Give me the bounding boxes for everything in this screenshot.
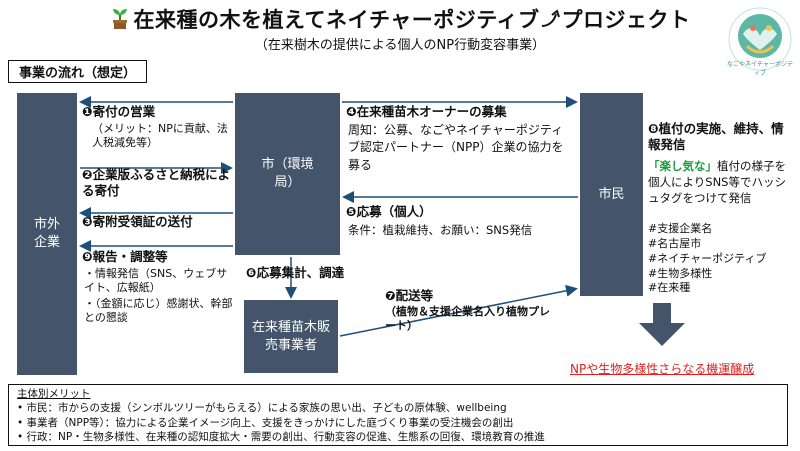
page-title: 在来種の木を植えてネイチャーポジティブ プロジェクト (0, 4, 800, 35)
title-suffix: プロジェクト (561, 8, 691, 32)
hashtag: #ネイチャーポジティブ (648, 251, 767, 265)
down-arrow (639, 303, 685, 346)
merit-item: • 市民：市からの支援（シンボルツリーがもらえる）による家族の思い出、子どもの原… (17, 402, 507, 415)
step-4-title: ❹在来種苗木オーナーの募集 (346, 104, 507, 119)
step-7-title: ❼配送等 (385, 288, 434, 303)
curve-arrow-icon (539, 9, 561, 34)
step-1-title: ❶寄付の営業 (82, 104, 156, 119)
hashtag: #名古屋市 (648, 236, 702, 250)
step-9-title: ❾報告・調整等 (82, 249, 168, 264)
logo-text: なごやネイチャーポジティブ (727, 61, 793, 77)
merit-item: • 行政：NP・生物多様性、在来種の認知度拡大・需要の創出、行動変容の促進、生態… (17, 431, 545, 444)
step-1-note: （メリット：NPに貢献、法人税減免等） (92, 122, 228, 150)
step-2-title: ❷企業版ふるさと納税による寄付 (82, 167, 231, 199)
citizen-box: 市民 (580, 93, 643, 296)
step-6-title: ❻応募集計、調達 (246, 265, 345, 280)
opportunity-text: NPや生物多様性さらなる機運醸成 (570, 362, 755, 376)
step-5-title: ❺応募（個人） (346, 204, 432, 219)
step-3-title: ❸寄附受領証の送付 (82, 214, 193, 229)
step-5-note: 条件：植栽維持、お願い：SNS発信 (348, 223, 533, 237)
sprout-icon (110, 8, 130, 35)
step-8-text: 「楽し気な」植付の様子を個人によりSNS等でハッシュタグをつけて発信 (648, 158, 794, 206)
logo: なごやネイチャーポジティブ (727, 6, 793, 77)
step-9-note-2: ・（金額に応じ）感謝状、幹部との懇談 (84, 297, 233, 325)
hashtag: #支援企業名 (648, 222, 713, 235)
hashtag: #在来種 (648, 281, 691, 295)
hashtag-list: #支援企業名 #名古屋市 #ネイチャーポジティブ #生物多様性 #在来種 (648, 222, 794, 296)
seller-box: 在来種苗木販売事業者 (244, 300, 338, 373)
arrow-7 (339, 284, 578, 337)
step-8-highlight: 「楽し気な」 (648, 159, 717, 173)
merit-item: • 事業者（NPP等）：協力による企業イメージ向上、支援をきっかけにした庭づくり… (17, 416, 514, 429)
merits-box: 主体別メリット • 市民：市からの支援（シンボルツリーがもらえる）による家族の思… (8, 384, 788, 446)
title-main: 在来種の木を植えてネイチャーポジティブ (133, 8, 540, 32)
step-7-note: （植物＆支援企業名入り植物プレート） (385, 305, 550, 333)
outside-company-box: 市外企業 (17, 93, 77, 375)
flow-label: 事業の流れ（想定） (8, 60, 148, 83)
step-9-note-1: ・情報発信（SNS、ウェブサイト、広報紙） (84, 267, 228, 295)
city-box: 市（環境局） (235, 93, 340, 255)
hashtag: #生物多様性 (648, 266, 713, 280)
page-subtitle: （在来樹木の提供による個人のNP行動変容事業） (254, 38, 546, 53)
step-8-body: 植付の様子を個人によりSNS等でハッシュタグをつけて発信 (648, 159, 786, 206)
merits-heading: 主体別メリット (17, 388, 91, 400)
step-8-title: ❽植付の実施、維持、情報発信 (648, 121, 784, 153)
step-4-note: 周知：公募、なごやネイチャーポジティブ認定パートナー（NPP）企業の協力を募る (348, 123, 564, 172)
